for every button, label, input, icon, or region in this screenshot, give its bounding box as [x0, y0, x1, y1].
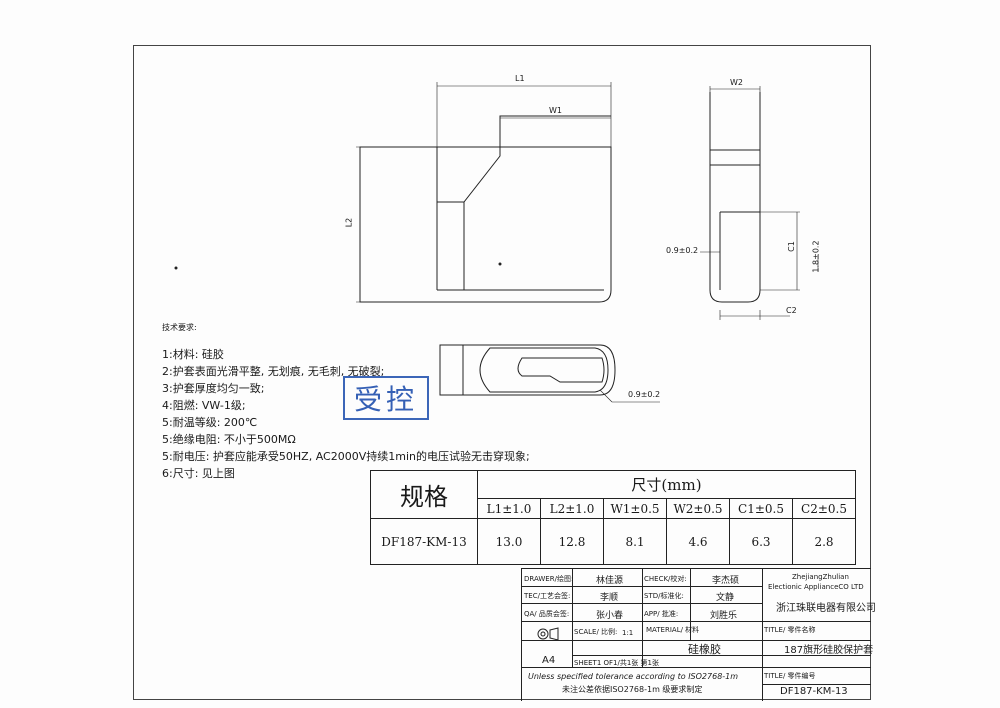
notes-heading: 技术要求: [162, 323, 197, 332]
spec-model: DF187-KM-13 [370, 518, 478, 565]
title-block: DRAWER/绘图: 林佳源 CHECK/校对: 李杰硕 TEC/工艺会签: 李… [521, 568, 876, 701]
tec-label: TEC/工艺会签: [524, 592, 571, 600]
spec-value: 8.1 [603, 518, 667, 565]
note-item: 2:护套表面光滑平整, 无划痕, 无毛刺, 无破裂; [162, 365, 385, 378]
technical-notes: 技术要求: 1:材料: 硅胶 2:护套表面光滑平整, 无划痕, 无毛刺, 无破裂… [162, 322, 530, 479]
std-label: STD/标准化: [644, 592, 684, 600]
col-header: L2±1.0 [540, 498, 604, 519]
paper-size: A4 [542, 655, 556, 666]
scale-value: 1:1 [622, 629, 634, 637]
spec-title: 规格 [370, 470, 478, 519]
controlled-stamp: 受控 [343, 376, 429, 420]
bottom-view-slot [517, 357, 605, 383]
dim-c1-tolerance: 1.8±0.2 [811, 240, 821, 273]
col-header: L1±1.0 [477, 498, 541, 519]
spec-table: 规格 尺寸(mm) L1±1.0 L2±1.0 W1±0.5 W2±0.5 C1… [370, 470, 856, 565]
projection-symbol-icon [537, 627, 559, 641]
side-view-outline [709, 92, 761, 303]
bottom-view-inner [462, 345, 609, 395]
std-name: 文静 [716, 593, 735, 603]
partno-label: TITLE/ 零件编号 [764, 672, 816, 680]
note-item: 5:耐电压: 护套应能承受50HZ, AC2000V持续1min的电压试验无击穿… [162, 450, 530, 463]
spec-value: 12.8 [540, 518, 604, 565]
drawing-frame [133, 45, 871, 700]
part-number: DF187-KM-13 [780, 686, 848, 697]
dim-side-thickness: 0.9±0.2 [666, 246, 699, 255]
sheet-info: SHEET1 OF1/共1张 第1张 [574, 659, 659, 667]
spec-value: 13.0 [477, 518, 541, 565]
note-item: 5:绝缘电阻: 不小于500MΩ [162, 433, 296, 446]
tolerance-note-cn: 未注公差依据ISO2768-1m 级要求制定 [562, 685, 703, 694]
spec-value: 2.8 [792, 518, 856, 565]
front-view-inner [436, 147, 604, 291]
company-en-line2: Electionic ApplianceCO LTD [768, 583, 864, 591]
drawer-name: 林佳源 [596, 576, 624, 586]
col-header: C1±0.5 [729, 498, 793, 519]
spec-value: 4.6 [666, 518, 730, 565]
drawer-label: DRAWER/绘图: [524, 575, 574, 583]
part-title: 187旗形硅胶保护套 [784, 645, 874, 656]
front-view-slot [437, 147, 501, 290]
col-header: W1±0.5 [603, 498, 667, 519]
bottom-view-outline [439, 344, 616, 396]
col-header: W2±0.5 [666, 498, 730, 519]
front-view-outline [359, 146, 612, 303]
material-label: MATERIAL/ 材料 [646, 626, 700, 634]
company-cn: 浙江珠联电器有限公司 [776, 603, 876, 614]
note-item: 6:尺寸: 见上图 [162, 467, 235, 480]
dim-w2: W2 [730, 78, 743, 87]
dim-l1: L1 [515, 74, 525, 83]
check-label: CHECK/校对: [644, 575, 687, 583]
title-label: TITLE/ 零件名称 [764, 626, 816, 634]
dim-w1: W1 [549, 106, 562, 115]
dim-c2: C2 [786, 306, 797, 315]
qa-name: 张小春 [596, 611, 624, 621]
scale-label: SCALE/ 比例: [574, 628, 618, 636]
front-view-w1 [499, 115, 611, 147]
app-name: 刘胜乐 [710, 611, 738, 621]
note-item: 4:阻燃: VW-1级; [162, 399, 246, 412]
note-item: 5:耐温等级: 200℃ [162, 416, 258, 429]
dim-bottom-thickness: 0.9±0.2 [628, 390, 661, 399]
dim-c1: C1 [786, 241, 796, 252]
app-label: APP/ 批准: [644, 610, 679, 618]
tec-name: 李顺 [600, 593, 619, 603]
size-header: 尺寸(mm) [477, 470, 856, 499]
check-name: 李杰硕 [712, 576, 740, 586]
company-en-line1: ZhejiangZhulian [792, 573, 849, 581]
note-item: 3:护套厚度均匀一致; [162, 382, 265, 395]
dim-l2: L2 [344, 217, 354, 228]
material-value: 硅橡胶 [688, 643, 721, 656]
spec-value: 6.3 [729, 518, 793, 565]
col-header: C2±0.5 [792, 498, 856, 519]
tolerance-note-en: Unless specified tolerance according to … [528, 672, 739, 681]
note-item: 1:材料: 硅胶 [162, 348, 224, 361]
qa-label: QA/ 品质会签: [524, 610, 570, 618]
